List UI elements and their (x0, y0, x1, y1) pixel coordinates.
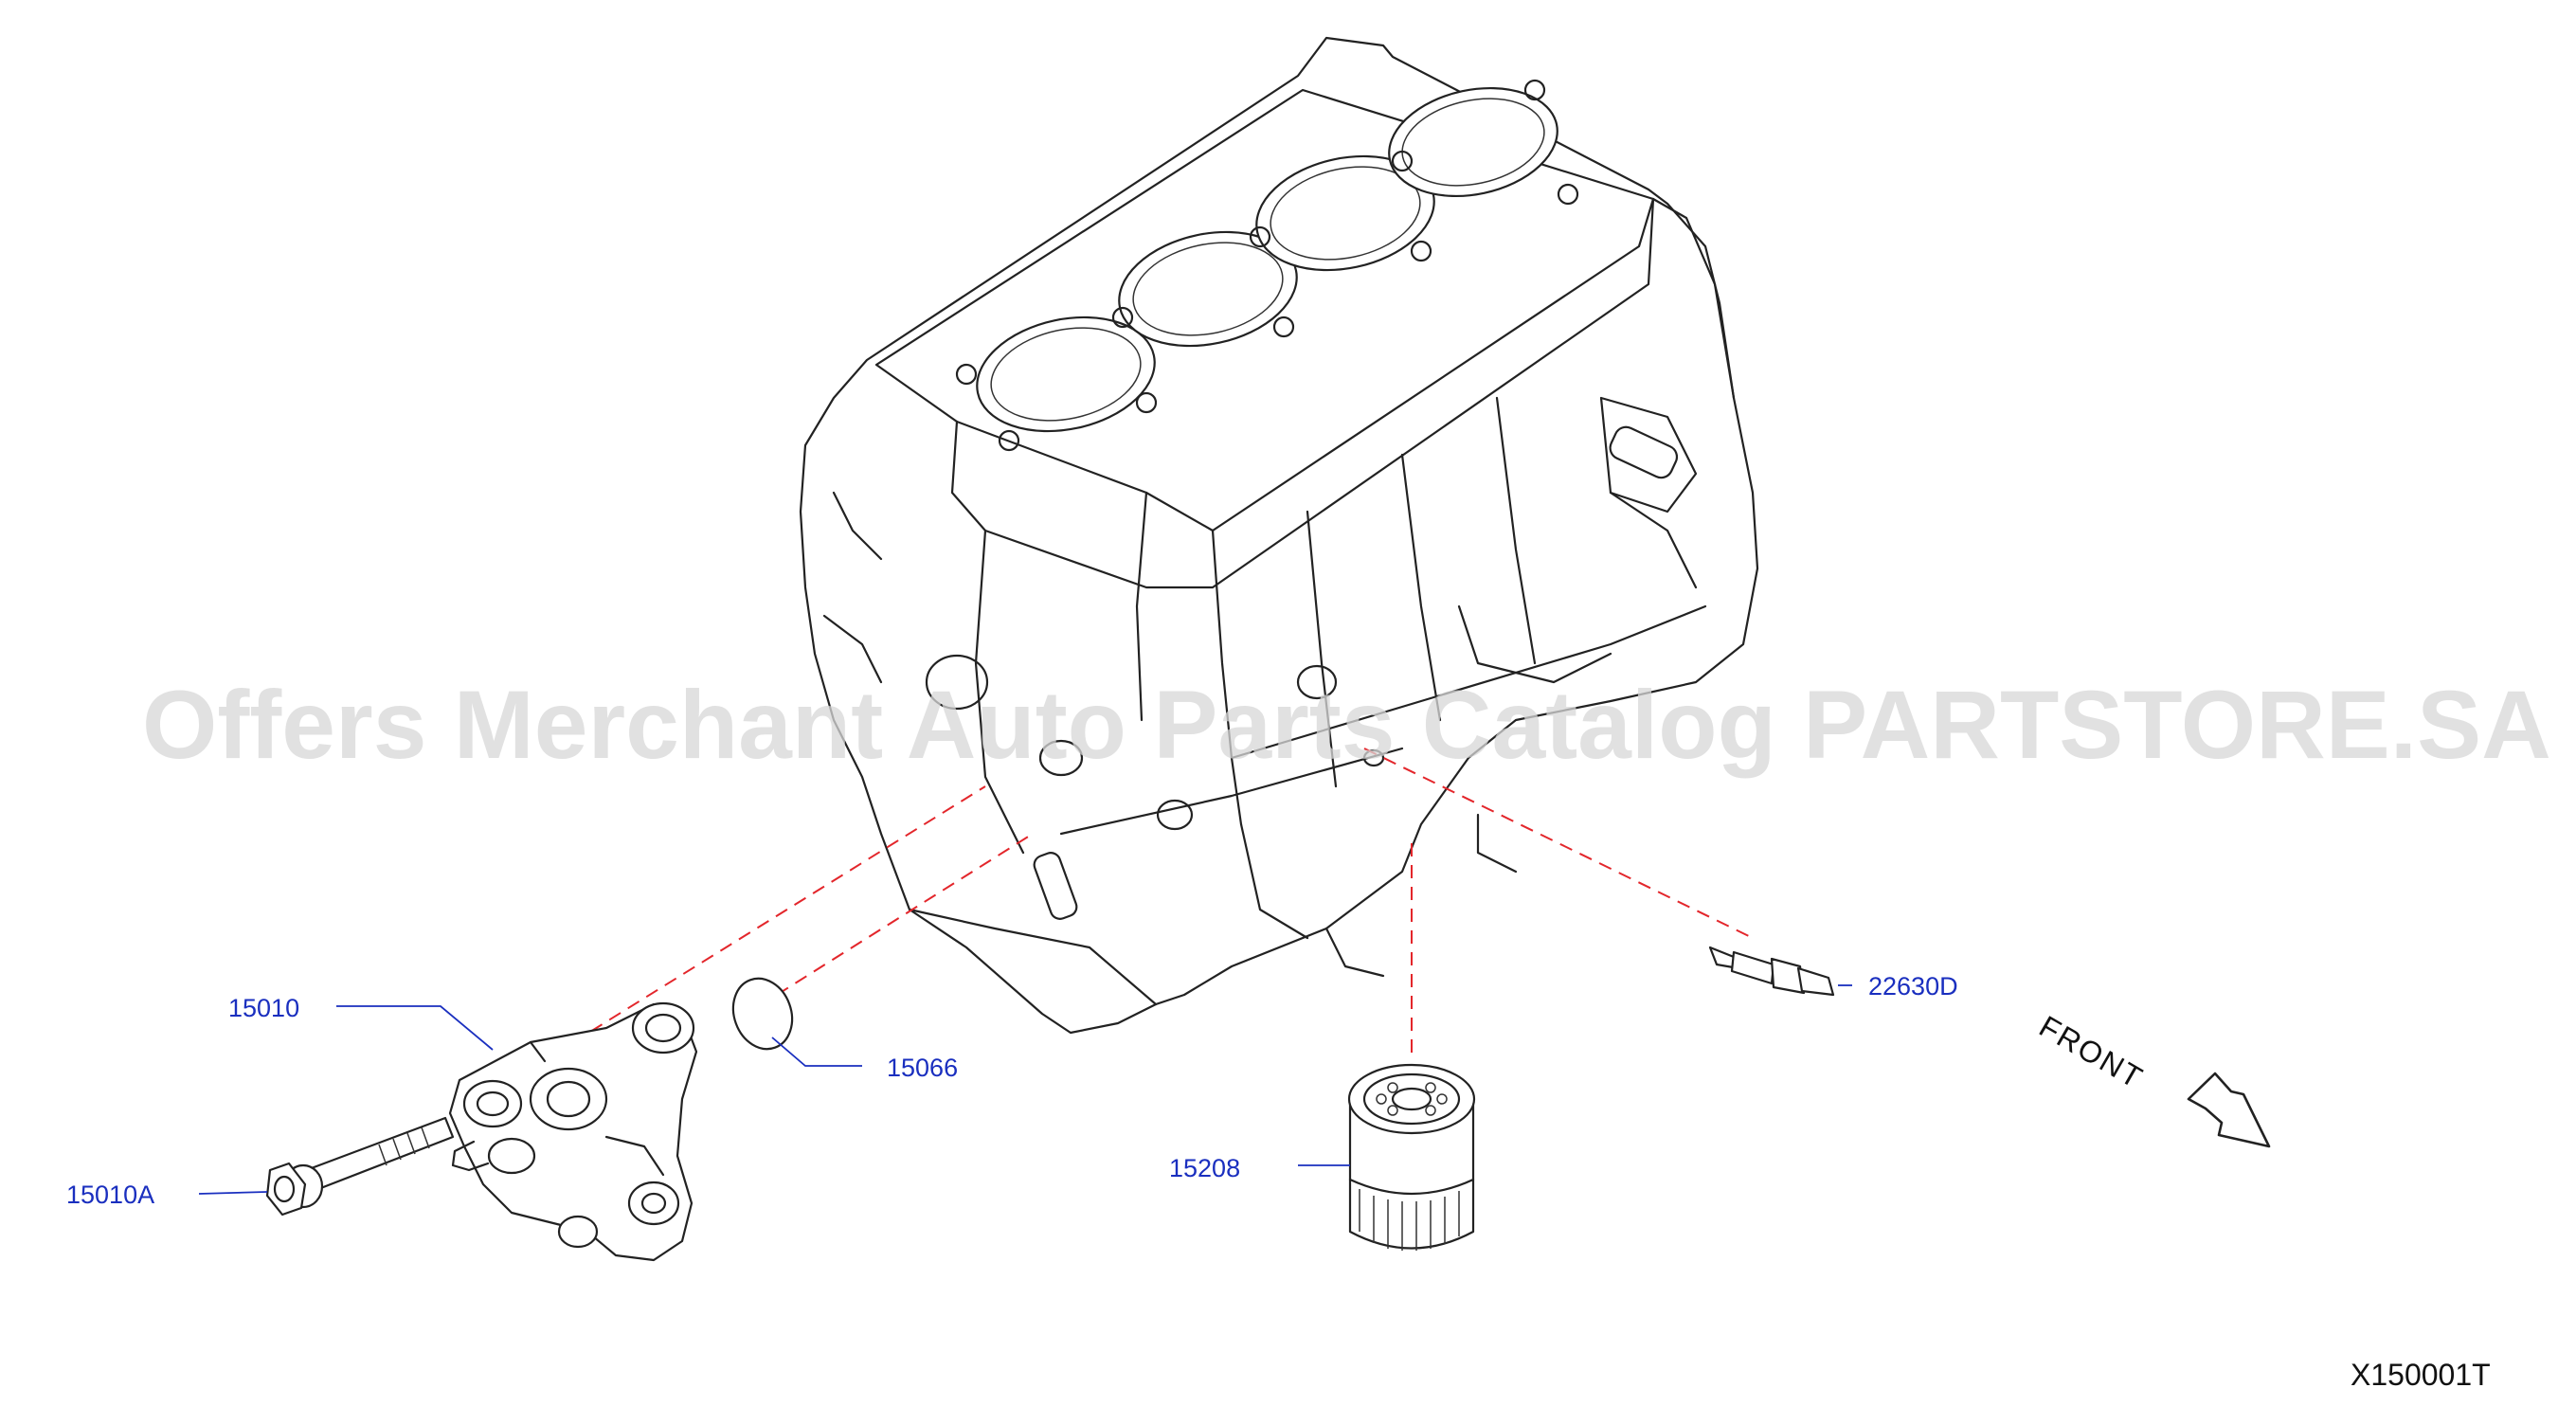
oil-filter (1347, 1063, 1476, 1251)
front-arrow-icon (2187, 1072, 2271, 1148)
label-oil-pressure-switch[interactable]: 22630D (1868, 972, 1958, 1000)
label-oil-pump-bolt[interactable]: 15010A (66, 1181, 154, 1209)
figure-code: X150001T (2351, 1358, 2491, 1392)
label-oil-pump-gasket[interactable]: 15066 (887, 1054, 958, 1082)
oil-pump (448, 1001, 698, 1262)
label-oil-pump[interactable]: 15010 (228, 994, 299, 1022)
deck-bolt-holes (955, 79, 1579, 452)
watermark: Offers Merchant Auto Parts Catalog PARTS… (142, 671, 2551, 779)
cylinder-block (799, 36, 1759, 1035)
label-oil-filter[interactable]: 15208 (1169, 1154, 1240, 1182)
oil-pump-bolt (265, 1116, 455, 1217)
front-direction-indicator: FRONT (2034, 1009, 2271, 1148)
callout-leaders (198, 984, 1852, 1195)
assembly-guide-lines (534, 748, 1754, 1067)
oil-pump-gasket (731, 977, 794, 1051)
cylinder-bores (976, 86, 1558, 433)
oil-pressure-switch (1708, 946, 1835, 997)
front-label: FRONT (2034, 1009, 2150, 1095)
